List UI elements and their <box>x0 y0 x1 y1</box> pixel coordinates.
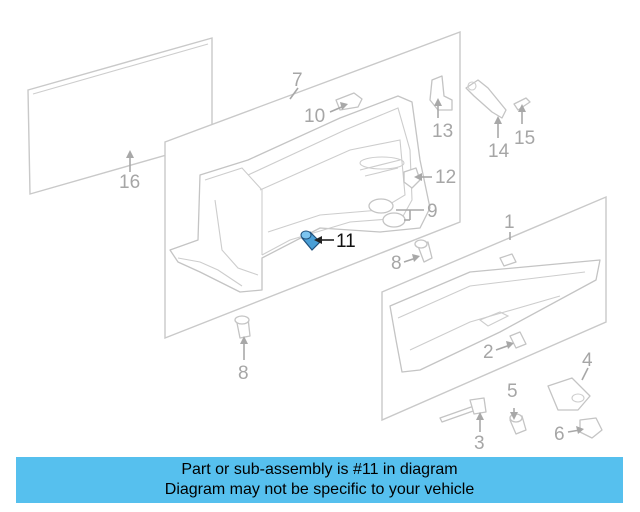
part-3-bolt <box>439 397 487 423</box>
callout-1: 1 <box>504 212 515 233</box>
callout-12: 12 <box>435 167 456 188</box>
banner-line-1: Part or sub-assembly is #11 in diagram <box>181 461 458 478</box>
part-7-glovebox-housing <box>169 95 431 293</box>
part-9-rings <box>368 198 406 228</box>
callout-leaders <box>126 87 589 434</box>
callout-16: 16 <box>119 172 140 193</box>
banner-line-2: Diagram may not be specific to your vehi… <box>164 481 475 498</box>
callout-2: 2 <box>483 342 494 363</box>
callout-8-lower: 8 <box>238 363 249 384</box>
part-4-latch <box>547 377 591 411</box>
callout-4: 4 <box>582 350 593 371</box>
callout-3: 3 <box>474 433 485 454</box>
part-14-strut <box>465 79 507 119</box>
part-12-bumper <box>403 167 421 189</box>
part-6-cap <box>579 417 603 439</box>
callout-10: 10 <box>304 106 325 127</box>
part-13-bracket <box>429 75 453 111</box>
part-2-bumper <box>509 331 527 349</box>
callout-leader-11 <box>314 236 334 244</box>
part-8-screw-lower <box>234 315 251 339</box>
callout-14: 14 <box>488 141 510 162</box>
callout-15: 15 <box>514 128 535 149</box>
parts-diagram: 16 7 10 13 14 15 12 9 11 8 8 1 2 3 4 5 6 <box>27 30 607 454</box>
part-11-highlighted <box>300 230 321 251</box>
callout-7: 7 <box>292 70 303 91</box>
callout-11: 11 <box>336 231 356 252</box>
part-1-pins <box>499 253 517 267</box>
part-5-screw <box>509 413 527 435</box>
part-8-screw-upper <box>414 239 433 263</box>
callout-5: 5 <box>507 381 518 402</box>
callout-8-upper: 8 <box>391 253 402 274</box>
callout-6: 6 <box>554 424 565 445</box>
callout-9: 9 <box>427 201 438 222</box>
info-banner: Part or sub-assembly is #11 in diagram D… <box>16 457 623 503</box>
callout-13: 13 <box>432 121 453 142</box>
part-1-glovebox-door <box>389 259 601 373</box>
